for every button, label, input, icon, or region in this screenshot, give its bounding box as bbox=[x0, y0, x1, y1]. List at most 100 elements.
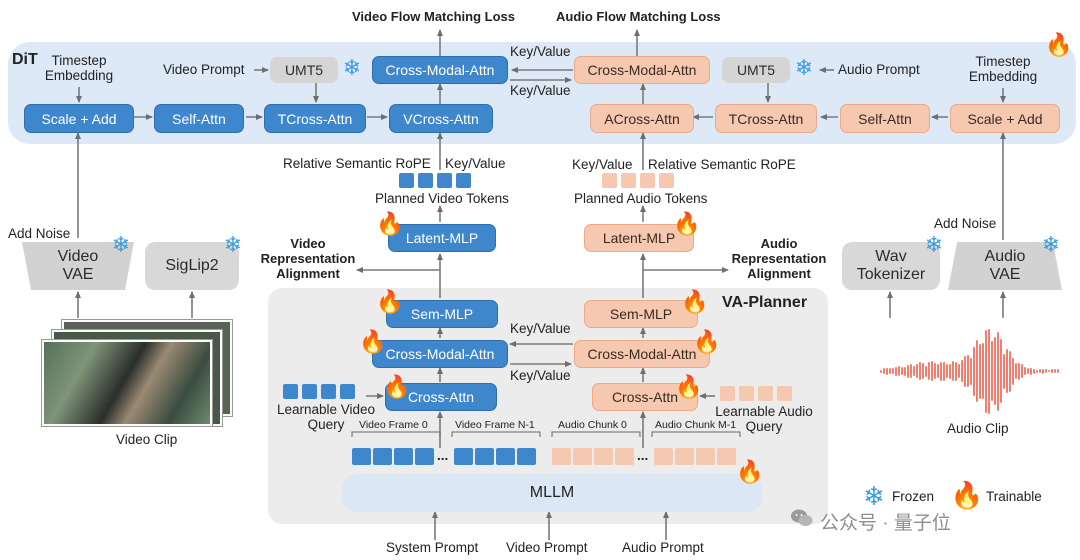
waveform-bar bbox=[952, 361, 954, 381]
sequence-token bbox=[454, 448, 473, 465]
waveform-bar bbox=[988, 328, 990, 414]
audio-cross-modal-attn: Cross-Modal-Attn bbox=[574, 56, 710, 84]
waveform-bar bbox=[919, 362, 921, 380]
add-noise-right: Add Noise bbox=[934, 216, 997, 231]
waveform-bar bbox=[895, 366, 897, 376]
waveform-bar bbox=[928, 362, 930, 380]
waveform-bar bbox=[979, 343, 981, 399]
va-planner-title: VA-Planner bbox=[722, 294, 808, 311]
flame-icon: 🔥 bbox=[673, 211, 701, 236]
audio-query-token bbox=[758, 386, 773, 401]
waveform-bar bbox=[1024, 367, 1026, 375]
waveform-bar bbox=[973, 346, 975, 396]
learnable-video-query-label: Learnable Video Query bbox=[276, 402, 376, 432]
waveform-bar bbox=[967, 355, 969, 387]
snowflake-icon: ❄ bbox=[924, 232, 944, 257]
planned-audio-tokens-label: Planned Audio Tokens bbox=[574, 191, 708, 206]
waveform-bar bbox=[1003, 353, 1005, 389]
flame-icon: 🔥 bbox=[950, 480, 984, 510]
sequence-token bbox=[475, 448, 494, 465]
waveform-bar bbox=[1033, 368, 1035, 374]
audio-chunk-0-tokens bbox=[552, 448, 634, 465]
planner-key-value-top: Key/Value bbox=[510, 321, 571, 336]
audio-token bbox=[621, 173, 636, 188]
video-token bbox=[456, 173, 471, 188]
flame-icon: 🔥 bbox=[376, 211, 404, 236]
planner-key-value-bottom: Key/Value bbox=[510, 368, 571, 383]
planned-video-tokens-label: Planned Video Tokens bbox=[375, 191, 509, 206]
video-token bbox=[418, 173, 433, 188]
video-self-attn: Self-Attn bbox=[154, 104, 244, 133]
flame-icon: 🔥 bbox=[1045, 32, 1073, 57]
video-token bbox=[437, 173, 452, 188]
waveform-bar bbox=[925, 365, 927, 377]
flame-icon: 🔥 bbox=[736, 459, 764, 484]
snowflake-icon: ❄ bbox=[223, 232, 243, 257]
waveform-bar bbox=[1054, 369, 1056, 373]
dit-key-value-top: Key/Value bbox=[510, 44, 571, 59]
audio-ellipsis: ... bbox=[637, 448, 649, 463]
waveform-bar bbox=[985, 329, 987, 413]
snowflake-icon: ❄ bbox=[794, 55, 814, 80]
video-loss-label: Video Flow Matching Loss bbox=[352, 9, 515, 24]
sequence-token bbox=[415, 448, 434, 465]
audio-representation-alignment: Audio Representation Alignment bbox=[731, 236, 827, 281]
video-tcross-attn: TCross-Attn bbox=[264, 104, 366, 133]
video-representation-alignment: Video Representation Alignment bbox=[260, 236, 356, 281]
waveform-bar bbox=[970, 357, 972, 385]
timestep-embedding-left: Timestep Embedding bbox=[44, 53, 114, 83]
relative-semantic-rope-right: Relative Semantic RoPE bbox=[648, 157, 796, 172]
waveform-bar bbox=[1018, 362, 1020, 380]
video-vcross-attn: VCross-Attn bbox=[389, 104, 493, 133]
flame-icon: 🔥 bbox=[693, 329, 721, 354]
waveform-bar bbox=[934, 363, 936, 379]
video-query-token bbox=[340, 384, 355, 399]
waveform-bar bbox=[1057, 369, 1059, 373]
audio-prompt-label: Audio Prompt bbox=[622, 540, 704, 555]
video-prompt-label: Video Prompt bbox=[506, 540, 588, 555]
video-ellipsis: ... bbox=[437, 448, 449, 463]
waveform-bar bbox=[958, 364, 960, 378]
waveform-bar bbox=[982, 343, 984, 399]
waveform-bar bbox=[1027, 368, 1029, 374]
sequence-token bbox=[654, 448, 673, 465]
sequence-token bbox=[552, 448, 571, 465]
timestep-embedding-right: Timestep Embedding bbox=[968, 54, 1038, 84]
planned-audio-token-row bbox=[602, 173, 674, 188]
flame-icon: 🔥 bbox=[681, 289, 709, 314]
waveform-bar bbox=[901, 367, 903, 375]
audio-chunk-m-label: Audio Chunk M-1 bbox=[655, 419, 737, 431]
legend-trainable: Trainable bbox=[986, 489, 1042, 504]
waveform-bar bbox=[955, 361, 957, 381]
video-clip-label: Video Clip bbox=[116, 432, 178, 447]
waveform-bar bbox=[1015, 363, 1017, 379]
sequence-token bbox=[594, 448, 613, 465]
snowflake-icon: ❄ bbox=[342, 55, 362, 80]
video-cross-modal-attn: Cross-Modal-Attn bbox=[372, 56, 508, 84]
waveform-bar bbox=[991, 341, 993, 401]
umt5-video: UMT5 bbox=[270, 57, 338, 83]
snowflake-icon: ❄ bbox=[1041, 232, 1061, 257]
waveform-bar bbox=[910, 364, 912, 378]
waveform-bar bbox=[1009, 350, 1011, 392]
learnable-video-query-tokens bbox=[283, 384, 355, 399]
waveform-bar bbox=[886, 367, 888, 375]
audio-chunk-0-label: Audio Chunk 0 bbox=[558, 419, 627, 431]
cross-attn-audio: Cross-Attn bbox=[592, 383, 698, 411]
video-frame-0-label: Video Frame 0 bbox=[359, 419, 428, 431]
video-frame-n-label: Video Frame N-1 bbox=[455, 419, 535, 431]
waveform-bar bbox=[889, 368, 891, 374]
flame-icon: 🔥 bbox=[383, 374, 411, 399]
waveform-bar bbox=[943, 361, 945, 381]
siglip2-encoder: SigLip2 bbox=[145, 242, 239, 290]
waveform-bar bbox=[931, 361, 933, 381]
key-value-right: Key/Value bbox=[572, 157, 633, 172]
dit-title: DiT bbox=[12, 51, 38, 68]
video-query-token bbox=[302, 384, 317, 399]
dit-video-prompt: Video Prompt bbox=[163, 62, 245, 77]
snowflake-icon: ❄ bbox=[863, 481, 885, 511]
sequence-token bbox=[615, 448, 634, 465]
audio-clip-label: Audio Clip bbox=[947, 421, 1009, 436]
waveform-bar bbox=[907, 364, 909, 378]
